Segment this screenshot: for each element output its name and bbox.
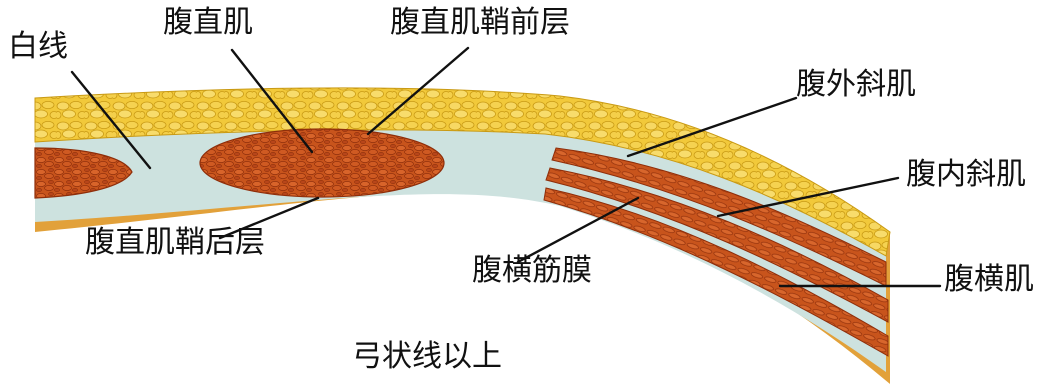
- rectus-abdominis-main: [200, 129, 444, 197]
- label-rectus-abdominis: 腹直肌: [163, 8, 253, 38]
- label-anterior-rectus-sheath: 腹直肌鞘前层: [390, 8, 570, 38]
- label-internal-oblique: 腹内斜肌: [906, 160, 1026, 190]
- figure-caption: 弓状线以上: [352, 342, 502, 372]
- label-posterior-rectus-sheath: 腹直肌鞘后层: [85, 228, 265, 258]
- label-transversus-abdominis: 腹横肌: [944, 265, 1034, 295]
- label-external-oblique: 腹外斜肌: [796, 70, 916, 100]
- label-transversalis-fascia: 腹横筋膜: [472, 256, 592, 286]
- label-linea-alba: 白线: [8, 32, 68, 62]
